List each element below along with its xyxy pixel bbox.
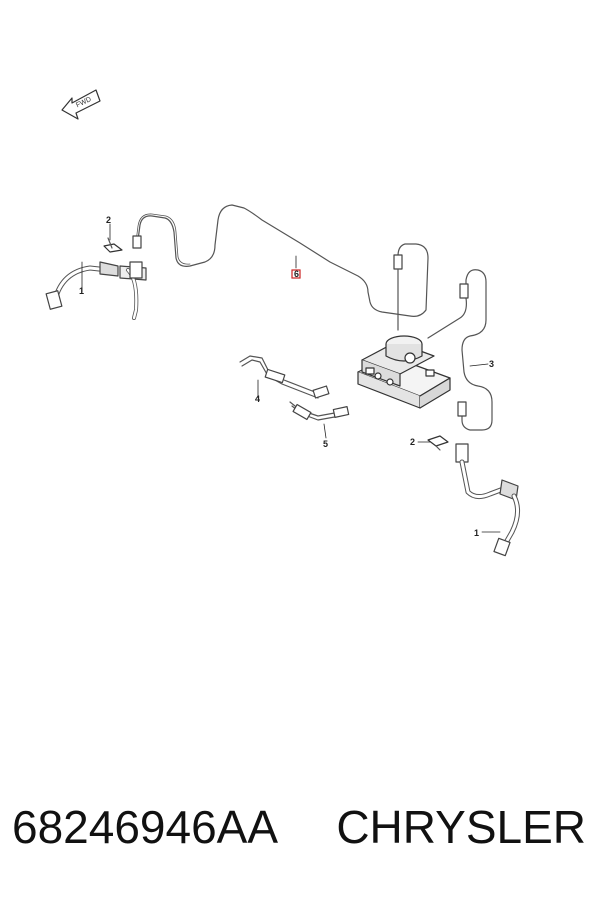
brake-hose-left: [45, 261, 147, 320]
brake-line-right: [427, 269, 493, 431]
clip-left: [103, 237, 123, 253]
callout-clip-right: 2: [410, 437, 415, 447]
callout-clip-left: 2: [106, 215, 111, 225]
abs-module-icon: [357, 335, 451, 409]
fwd-arrow-icon: [61, 89, 101, 120]
callout-brake-line-right: 3: [489, 359, 494, 369]
brake-line-left-inner: [135, 213, 191, 265]
callout-line-4: 4: [255, 394, 260, 404]
brake-line-4: [239, 355, 330, 399]
brake-hose-right: [455, 443, 520, 557]
brake-line-left: [137, 204, 429, 317]
brake-lines-diagram: FWD 1 2 6 3 4 5 2 1: [45, 89, 520, 557]
brand-name: CHRYSLER: [336, 801, 586, 853]
callout-line-5: 5: [323, 439, 328, 449]
callout-hose-left: 1: [79, 286, 84, 296]
clip-right: [427, 435, 449, 451]
brake-line-5: [289, 401, 350, 421]
callout-hose-right: 1: [474, 528, 479, 538]
part-number: 68246946AA: [12, 801, 279, 853]
callout-brake-line-left: 6: [294, 269, 299, 279]
